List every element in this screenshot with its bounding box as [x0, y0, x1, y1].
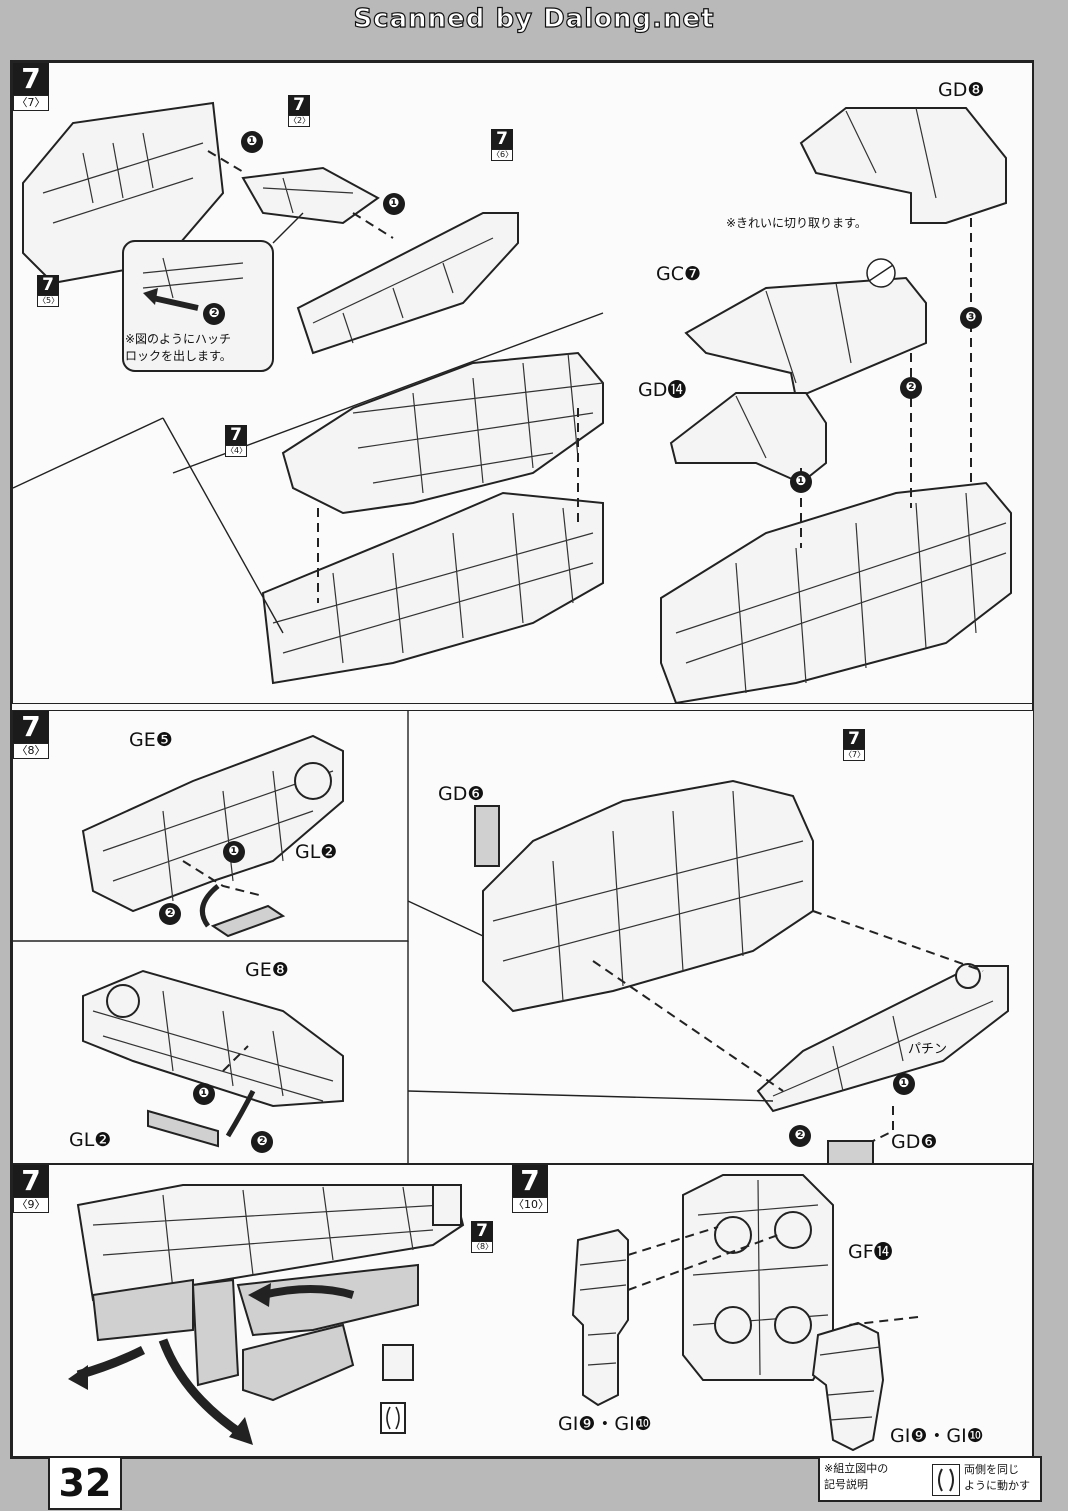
step-marker-2: ❷	[251, 1131, 273, 1153]
step-badge: 7 〈8〉	[13, 711, 49, 759]
assembly-illustration-7-9	[68, 1184, 465, 1445]
hatch-lock-note: ※図のようにハッチ ロックを出します。	[125, 332, 232, 363]
scanner-credit: Scanned by Dalong.net	[353, 3, 715, 34]
step-marker-2: ❷	[159, 903, 181, 925]
part-label-gd14: GD⓮	[638, 379, 687, 401]
step-badge: 7 〈10〉	[512, 1164, 549, 1213]
step-marker-1: ❶	[790, 471, 812, 493]
part-ref-7-8: 7 〈8〉	[471, 1221, 494, 1253]
part-ref-7-7: 7 〈7〉	[843, 729, 866, 761]
part-ref-7-2: 7 〈2〉	[288, 95, 311, 127]
step-badge: 7 〈7〉	[13, 63, 49, 111]
panel-step-7-7-continued: GD❽ GC❼ GD⓮ ※きれいに切り取ります。 ❶ ❷ ❸	[616, 62, 1033, 704]
panel-step-7-9: 7 〈9〉 7 〈8〉	[12, 1164, 510, 1457]
assembly-illustration-7-10	[571, 1174, 919, 1452]
part-label-gd8: GD❽	[938, 79, 985, 101]
step-marker-2: ❷	[203, 303, 225, 325]
step-marker-1: ❶	[383, 193, 405, 215]
part-label-gi9-gi10-right: GI❾・GI❿	[890, 1425, 984, 1447]
step-marker-2: ❷	[900, 377, 922, 399]
part-label-ge8: GE❽	[245, 959, 289, 981]
part-label-gd6-bottom: GD❻	[891, 1131, 938, 1153]
part-label-gd6-top: GD❻	[438, 783, 485, 805]
assembly-illustration-7-8	[13, 711, 1009, 1163]
assembly-illustration-7-7	[13, 101, 604, 685]
part-ref-7-4: 7 〈4〉	[225, 425, 248, 457]
step-marker-1: ❶	[241, 131, 263, 153]
part-label-gi9-gi10-left: GI❾・GI❿	[558, 1413, 652, 1435]
move-both-sides-icon	[932, 1464, 960, 1496]
part-ref-7-5: 7 〈5〉	[37, 275, 60, 307]
legend-title: ※組立図中の 記号説明	[824, 1462, 889, 1491]
step-marker-2: ❷	[789, 1125, 811, 1147]
panel-step-7-10: 7 〈10〉 GF⓮ GI❾・GI❿ GI❾・GI❿	[508, 1164, 1033, 1457]
part-label-gl2-top: GL❷	[295, 841, 338, 863]
part-label-gl2-bottom: GL❷	[69, 1129, 112, 1151]
part-ref-7-6: 7 〈6〉	[491, 129, 514, 161]
assembly-illustration-7-7-continued	[660, 107, 1012, 703]
cut-cleanly-note: ※きれいに切り取ります。	[726, 216, 867, 230]
panel-step-7-8: 7 〈8〉	[12, 710, 1034, 1164]
panel-step-7-7: 7 〈7〉	[12, 62, 618, 704]
step-marker-1: ❶	[893, 1073, 915, 1095]
instruction-sheet: 7 〈7〉	[10, 60, 1034, 1459]
part-label-ge5: GE❺	[129, 729, 173, 751]
step-marker-1: ❶	[223, 841, 245, 863]
page-number: 32	[48, 1456, 122, 1510]
step-marker-3: ❸	[960, 307, 982, 329]
step-marker-1: ❶	[193, 1083, 215, 1105]
step-badge: 7 〈9〉	[13, 1165, 49, 1213]
click-sound-label: パチン	[908, 1042, 948, 1057]
part-label-gc7: GC❼	[656, 263, 702, 285]
symbol-legend: ※組立図中の 記号説明 両側を同じ ように動かす	[818, 1456, 1042, 1502]
part-label-gf14: GF⓮	[848, 1241, 893, 1263]
legend-description: 両側を同じ ように動かす	[964, 1463, 1030, 1492]
